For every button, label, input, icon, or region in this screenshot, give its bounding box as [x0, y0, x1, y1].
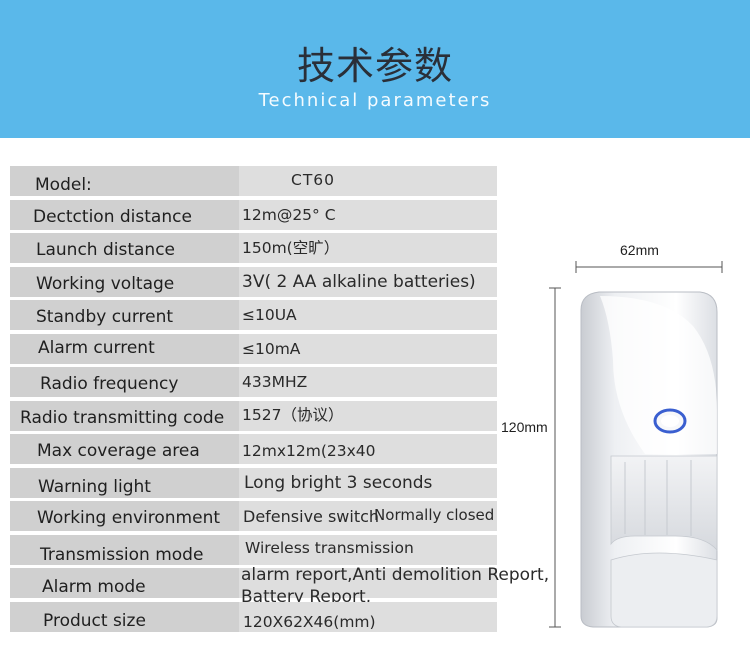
motion-sensor-icon	[580, 291, 718, 628]
spec-value: Long bright 3 seconds	[244, 472, 433, 493]
spec-table: Model: CT60 Dectction distance 12m@25° C…	[10, 166, 550, 635]
spec-label: Alarm current	[10, 333, 239, 364]
page-title: 技术参数	[296, 44, 453, 88]
spec-row-working-voltage: Working voltage 3V( 2 AA alkaline batter…	[10, 266, 497, 297]
spec-label: Standby current	[10, 300, 239, 330]
spec-label: Transmission mode	[10, 534, 239, 565]
spec-label: Max coverage area	[10, 434, 239, 464]
spec-row-coverage-area: Max coverage area 12mx12m(23x40	[10, 434, 497, 464]
height-dimension-label: 120mm	[501, 419, 548, 435]
spec-label: Working environment	[10, 501, 239, 531]
spec-row-radio-frequency: Radio frequency 433MHZ	[10, 367, 497, 397]
spec-value: 433MHZ	[242, 373, 308, 391]
spec-label: Launch distance	[10, 233, 239, 263]
spec-row-transmission-mode: Transmission mode Wireless transmission	[10, 534, 497, 565]
page-subtitle: Technical parameters	[258, 90, 492, 111]
spec-value: 1527（协议）	[242, 405, 344, 424]
spec-row-model: Model: CT60	[10, 166, 497, 196]
spec-value-line: alarm report,Anti demolition Report,	[241, 565, 550, 585]
spec-label: Alarm mode	[10, 568, 239, 598]
spec-value: ≤10mA	[242, 339, 301, 358]
spec-value: 3V( 2 AA alkaline batteries)	[242, 271, 476, 292]
dimension-lines	[549, 261, 723, 628]
spec-row-detection-distance: Dectction distance 12m@25° C	[10, 199, 497, 230]
spec-row-alarm-current: Alarm current ≤10mA	[10, 333, 497, 364]
spec-label: Product size	[10, 601, 239, 632]
spec-label: Warning light	[10, 467, 239, 498]
spec-value-extra: Normally closed	[374, 506, 495, 524]
spec-row-product-size: Product size 120X62X46(mm)	[10, 601, 497, 632]
spec-value: 150m(空旷）	[242, 239, 340, 257]
spec-row-alarm-mode: Alarm mode alarm report,Anti demolition …	[10, 565, 550, 606]
spec-value: alarm report,Anti demolition Report, Bat…	[239, 565, 550, 606]
spec-row-working-environment: Working environment Defensive switchNorm…	[10, 501, 497, 531]
spec-label: Radio transmitting code	[10, 400, 239, 431]
spec-value: CT60	[291, 171, 336, 189]
spec-row-launch-distance: Launch distance 150m(空旷）	[10, 233, 497, 263]
spec-value: 12mx12m(23x40	[242, 442, 376, 460]
header-banner: 技术参数 Technical parameters	[0, 0, 750, 138]
spec-label: Working voltage	[10, 266, 239, 297]
spec-value: 120X62X46(mm)	[243, 612, 376, 631]
spec-value-main: Defensive switch	[243, 507, 380, 526]
spec-value: Defensive switchNormally closed	[239, 501, 497, 531]
spec-value: Wireless transmission	[245, 538, 414, 557]
width-dimension-label: 62mm	[620, 242, 659, 258]
spec-value: ≤10UA	[242, 306, 297, 324]
spec-row-warning-light: Warning light Long bright 3 seconds	[10, 467, 497, 498]
product-diagram: 62mm 120mm	[495, 230, 750, 630]
spec-row-standby-current: Standby current ≤10UA	[10, 300, 497, 330]
spec-value: 12m@25° C	[242, 205, 336, 224]
spec-row-radio-code: Radio transmitting code 1527（协议）	[10, 400, 497, 431]
spec-label: Radio frequency	[10, 367, 239, 397]
spec-label: Dectction distance	[10, 199, 239, 230]
spec-label: Model:	[10, 166, 239, 196]
